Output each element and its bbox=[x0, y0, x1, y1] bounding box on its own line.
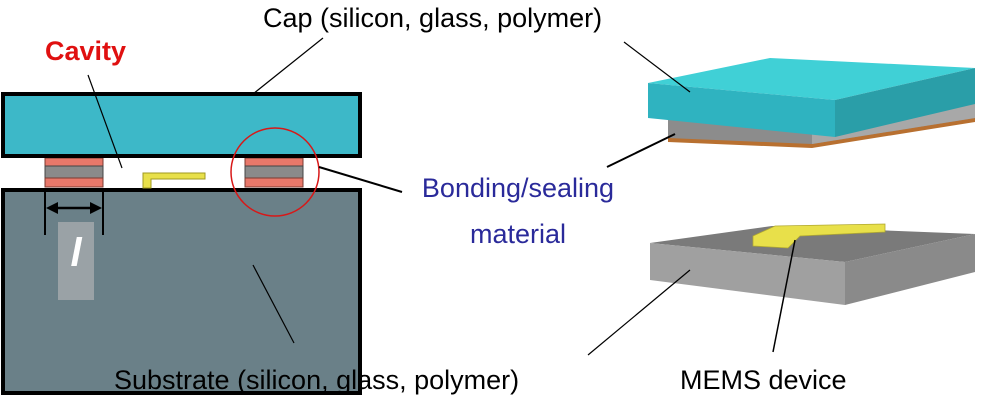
cap-3d bbox=[648, 58, 975, 148]
cavity-label: Cavity bbox=[45, 36, 126, 66]
seal-left bbox=[44, 157, 104, 188]
bonding-label-line2: material bbox=[470, 219, 566, 249]
substrate-block bbox=[1, 188, 362, 395]
bonding-leader-left bbox=[318, 166, 403, 193]
cap-leader-right bbox=[623, 41, 691, 93]
cap-block bbox=[1, 92, 362, 158]
cap-label: Cap (silicon, glass, polymer) bbox=[263, 3, 602, 33]
bonding-label-line1: Bonding/sealing bbox=[422, 173, 614, 203]
mems-label: MEMS device bbox=[680, 365, 847, 395]
substrate-leader-left bbox=[252, 264, 295, 344]
mems-leader bbox=[772, 239, 796, 353]
substrate-label: Substrate (silicon, glass, polymer) bbox=[114, 365, 519, 395]
cap-leader-left bbox=[252, 37, 324, 95]
bonding-leader-right bbox=[606, 133, 676, 168]
substrate-3d bbox=[650, 223, 975, 305]
seal-right bbox=[244, 157, 304, 188]
length-marker-bar bbox=[58, 222, 94, 300]
substrate-leader-right bbox=[587, 269, 691, 356]
cavity-leader bbox=[87, 74, 123, 169]
mems-device-cross-section bbox=[142, 172, 206, 189]
seal-highlight-circle bbox=[230, 127, 320, 217]
length-dimension-arrow bbox=[44, 190, 104, 235]
length-symbol: l bbox=[70, 231, 82, 275]
